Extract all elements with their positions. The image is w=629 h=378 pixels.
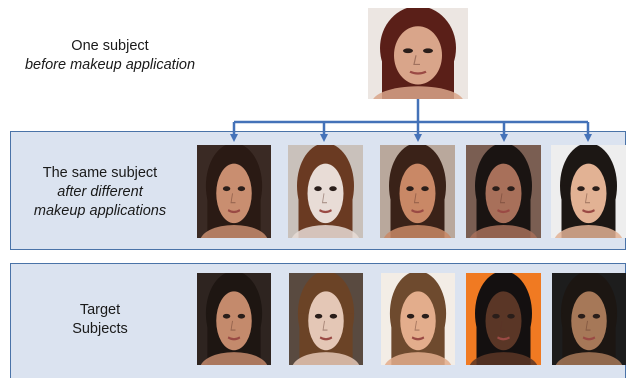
target-subject-photo: [466, 273, 541, 365]
makeup-result-photo: [466, 145, 541, 238]
caption-line: makeup applications: [33, 203, 167, 219]
makeup-result-photo: [380, 145, 455, 238]
caption-line: Subjects: [72, 321, 128, 337]
caption-after-makeup: The same subject after different makeup …: [10, 164, 190, 221]
makeup-result-photo: [551, 145, 626, 238]
caption-line: Target: [79, 302, 121, 318]
makeup-result-photo: [197, 145, 271, 238]
caption-line: before makeup application: [24, 57, 196, 73]
target-subject-photo: [289, 273, 363, 365]
target-subject-photo: [197, 273, 271, 365]
makeup-result-photo: [288, 145, 363, 238]
caption-before-makeup: One subject before makeup application: [10, 37, 210, 75]
caption-target-subjects: Target Subjects: [10, 301, 190, 339]
source-subject-photo: [368, 8, 468, 99]
caption-line: The same subject: [42, 165, 158, 181]
caption-line: after different: [57, 184, 143, 200]
target-subject-photo: [552, 273, 626, 365]
caption-line: One subject: [71, 38, 149, 54]
target-subject-photo: [381, 273, 455, 365]
